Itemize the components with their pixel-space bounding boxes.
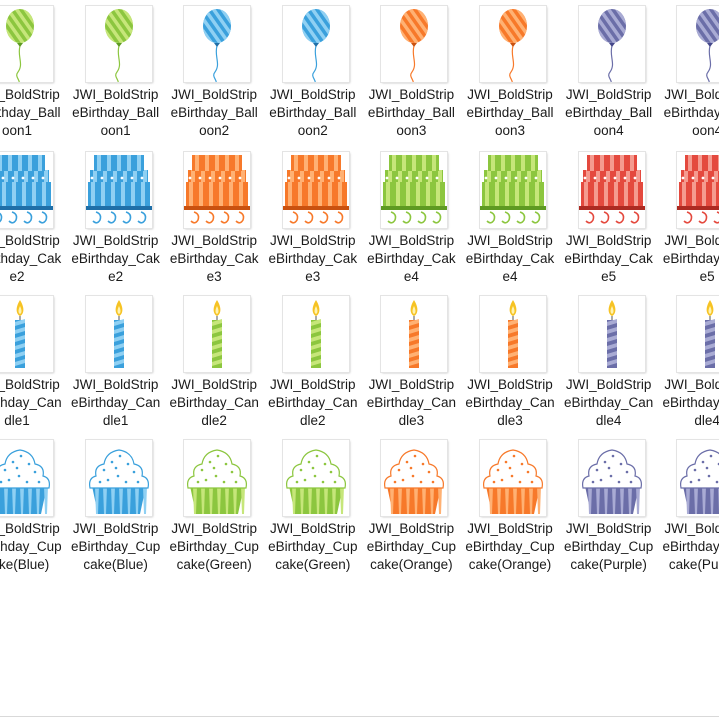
cake-thumbnail [0,151,54,229]
file-name: JWI_BoldStripeBirthday_Candle4 [563,377,654,428]
file-name: JWI_BoldStripeBirthday_Candle1 [0,377,62,428]
file-name: JWI_BoldStripeBirthday_Candle4 [662,377,719,428]
file-name: JWI_BoldStripeBirthday_Cake2 [0,233,62,284]
balloon-thumbnail [577,5,646,83]
cake-thumbnail [84,151,153,229]
file-name: JWI_BoldStripeBirthday_Balloon3 [367,87,455,138]
candle-thumbnail [577,295,646,373]
cupcake-thumbnail [0,439,54,517]
cupcake-thumbnail [183,439,252,517]
candle-thumbnail [183,295,252,373]
file-name: JWI_BoldStripeBirthday_Candle3 [465,377,555,428]
cupcake-thumbnail [479,439,547,517]
cupcake-thumbnail [281,439,350,517]
file-name: JWI_BoldStripeBirthday_Candle2 [268,377,358,428]
candle-thumbnail [0,295,54,373]
file-name: JWI_BoldStripeBirthday_Balloon4 [663,87,719,138]
candle-thumbnail [84,295,153,373]
file-name: JWI_BoldStripeBirthday_Balloon2 [170,87,258,138]
file-name: JWI_BoldStripeBirthday_Candle3 [366,377,457,428]
balloon-thumbnail [281,5,350,83]
file-name: JWI_BoldStripeBirthday_Cupcake(Blue) [70,521,161,572]
cake-thumbnail [183,151,252,229]
status-divider [0,716,719,717]
file-name: JWI_BoldStripeBirthday_Cake4 [367,233,456,284]
cupcake-thumbnail [84,439,153,517]
file-name: JWI_BoldStripeBirthday_Cake5 [662,233,719,284]
candle-thumbnail [676,295,719,373]
cake-thumbnail [676,151,719,229]
file-name: JWI_BoldStripeBirthday_Candle2 [169,377,259,428]
balloon-thumbnail [676,5,719,83]
balloon-thumbnail [0,5,54,83]
file-name: JWI_BoldStripeBirthday_Cupcake(Purple) [662,521,719,572]
file-name: JWI_BoldStripeBirthday_Cake2 [71,233,160,284]
file-name: JWI_BoldStripeBirthday_Balloon1 [0,87,61,138]
balloon-thumbnail [183,5,252,83]
balloon-thumbnail [479,5,547,83]
cake-thumbnail [577,151,646,229]
cake-thumbnail [281,151,350,229]
file-name: JWI_BoldStripeBirthday_Cake5 [564,233,653,284]
file-name: JWI_BoldStripeBirthday_Cupcake(Orange) [465,521,555,572]
balloon-thumbnail [380,5,449,83]
balloon-thumbnail [84,5,153,83]
file-name: JWI_BoldStripeBirthday_Balloon3 [466,87,554,138]
file-name: JWI_BoldStripeBirthday_Cake3 [268,233,358,284]
file-name: JWI_BoldStripeBirthday_Balloon2 [269,87,357,138]
cake-thumbnail [479,151,547,229]
cupcake-thumbnail [380,439,449,517]
candle-thumbnail [380,295,449,373]
candle-thumbnail [479,295,547,373]
file-name: JWI_BoldStripeBirthday_Cupcake(Orange) [366,521,457,572]
file-name: JWI_BoldStripeBirthday_Cupcake(Green) [169,521,259,572]
file-name: JWI_BoldStripeBirthday_Cupcake(Purple) [563,521,654,572]
cake-thumbnail [380,151,449,229]
file-name: JWI_BoldStripeBirthday_Cake3 [169,233,259,284]
cupcake-thumbnail [676,439,719,517]
file-name: JWI_BoldStripeBirthday_Balloon1 [72,87,160,138]
file-name: JWI_BoldStripeBirthday_Cupcake(Blue) [0,521,62,572]
cupcake-thumbnail [577,439,646,517]
file-name: JWI_BoldStripeBirthday_Cake4 [465,233,555,284]
file-name: JWI_BoldStripeBirthday_Balloon4 [565,87,653,138]
file-name: JWI_BoldStripeBirthday_Cupcake(Green) [268,521,358,572]
candle-thumbnail [281,295,350,373]
file-name: JWI_BoldStripeBirthday_Candle1 [70,377,161,428]
